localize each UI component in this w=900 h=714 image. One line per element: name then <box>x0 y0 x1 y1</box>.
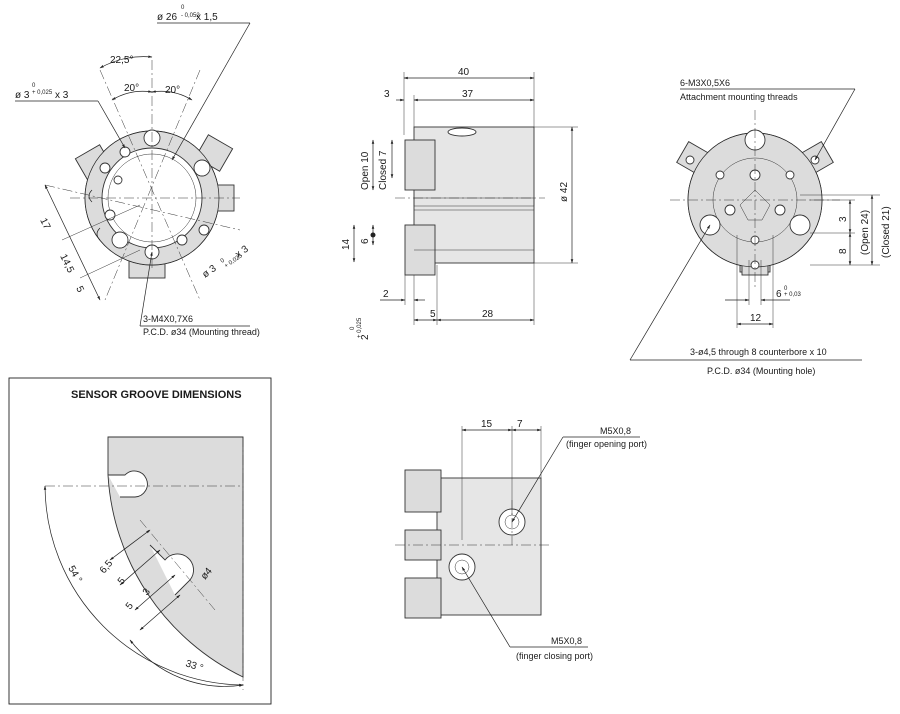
dim-42: ø 42 <box>559 182 570 202</box>
back-closed-label: (Closed 21) <box>881 206 892 258</box>
dim-5-groove-b: 5 <box>124 600 136 612</box>
dim-6-back-tol-top: 0 <box>784 286 788 292</box>
front-body <box>74 129 235 279</box>
angle-22-5: 22,5° <box>110 55 133 66</box>
front-thread-note: 3-M4X0,7X6 <box>143 314 193 324</box>
side-tol-top: 0 <box>350 326 356 330</box>
closed-7-label: Closed 7 <box>378 150 389 190</box>
sensor-groove-title: SENSOR GROOVE DIMENSIONS <box>71 389 242 401</box>
port-body <box>436 477 542 616</box>
opening-port-desc: (finger opening port) <box>566 439 647 449</box>
diameter-26-tol-bottom: - 0,052 <box>181 13 200 19</box>
dim-2-side: 2 <box>383 289 389 300</box>
dim-15: 15 <box>481 419 493 430</box>
dim-7: 7 <box>517 419 523 430</box>
side-tol-bottom: + 0,025 <box>357 317 363 338</box>
dim-5-front: 5 <box>73 284 86 294</box>
open-10-label: Open 10 <box>360 151 371 190</box>
angle-54: 54 ° <box>65 564 83 585</box>
sensor-groove-panel: SENSOR GROOVE DIMENSIONS 6,5 5 3 5 ø4 54… <box>8 377 272 705</box>
opening-port-label: M5X0,8 <box>600 426 631 436</box>
dim-3-back: 3 <box>838 216 849 222</box>
pin-hole-suffix: x 3 <box>55 90 69 101</box>
pin-hole-label: ø 3 <box>15 90 30 101</box>
closing-port-desc: (finger closing port) <box>516 651 593 661</box>
front-view: 22,5° 20° 20° ø 26 0 - 0,052 x 1,5 ø 3 0… <box>15 5 260 337</box>
dim-8-back: 8 <box>838 248 849 254</box>
dim-28: 28 <box>482 309 494 320</box>
back-view: 6-M3X0,5X6 Attachment mounting threads 3… <box>629 78 892 376</box>
dim-40: 40 <box>458 67 470 78</box>
dim-6-back: 6 <box>776 289 782 300</box>
closing-port-label: M5X0,8 <box>551 636 582 646</box>
side-tol-label: 2 <box>360 334 371 340</box>
diameter-26-suffix: x 1,5 <box>196 12 218 23</box>
dim-12: 12 <box>750 313 762 324</box>
pin-hole-tol-top: 0 <box>32 83 36 89</box>
dim-3-groove: 3 <box>141 586 153 598</box>
back-thread-desc: Attachment mounting threads <box>680 92 798 102</box>
dim-17: 17 <box>37 216 52 231</box>
diameter-26-label: ø 26 <box>157 12 177 23</box>
dim-14: 14 <box>341 238 352 250</box>
angle-33: 33 ° <box>184 658 204 674</box>
dim-5-groove-a: 5 <box>116 575 128 587</box>
dim-37: 37 <box>462 89 474 100</box>
back-thread-label: 6-M3X0,5X6 <box>680 78 730 88</box>
back-open-label: (Open 24) <box>860 210 871 255</box>
dim-14-5: 14,5 <box>57 252 76 275</box>
angle-20-left: 20° <box>124 83 139 94</box>
pin-hole-tol-bottom: + 0,025 <box>32 90 53 96</box>
dim-6-back-tol-bottom: + 0,03 <box>784 292 802 298</box>
side-view: 40 37 3 Open 10 Closed 7 6 14 ø 42 2 5 2… <box>341 67 578 340</box>
pin-hole2-tol-top: 0 <box>220 257 227 264</box>
angle-20-right: 20° <box>165 85 180 96</box>
port-view: 15 7 M5X0,8 (finger opening port) M5X0,8… <box>395 419 647 661</box>
dim-3-side: 3 <box>384 89 390 100</box>
pin-hole2-label: ø 3 <box>200 263 219 281</box>
front-pcd-note: P.C.D. ø34 (Mounting thread) <box>143 327 260 337</box>
dim-6-5: 6,5 <box>98 558 116 576</box>
back-hole-note: 3-ø4,5 through 8 counterbore x 10 <box>690 347 827 357</box>
dim-5-side: 5 <box>430 309 436 320</box>
dim-6-side: 6 <box>360 238 371 244</box>
back-pcd-note: P.C.D. ø34 (Mounting hole) <box>707 366 815 376</box>
diameter-26-tol-top: 0 <box>181 5 185 11</box>
